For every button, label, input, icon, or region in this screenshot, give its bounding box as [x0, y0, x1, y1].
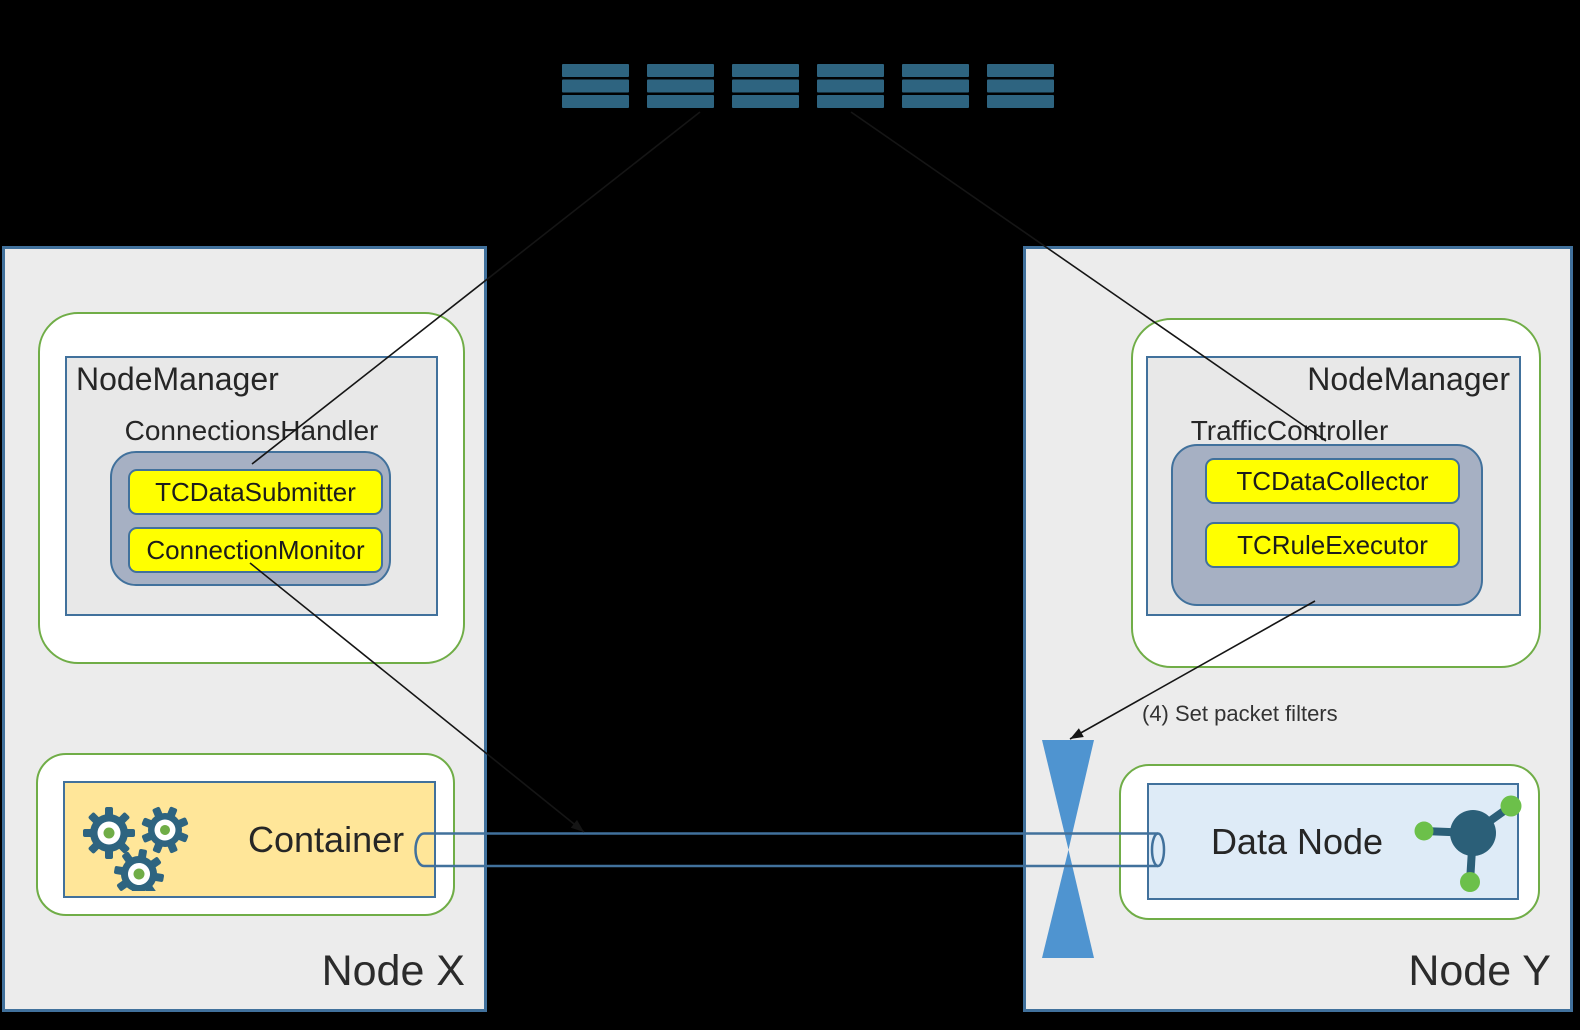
node-x-nodemanager-box: NodeManager ConnectionsHandler TCDataSub… — [65, 356, 438, 616]
node-y-datanode-wrapper: Data Node — [1119, 764, 1540, 920]
gears-icon — [83, 806, 189, 891]
container-box: Container — [63, 781, 436, 898]
node-x-title: Node X — [321, 947, 465, 995]
component-connectionmonitor: ConnectionMonitor — [128, 527, 383, 573]
node-x-connectionshandler-group: TCDataSubmitter ConnectionMonitor — [110, 451, 391, 586]
node-y-nodemanager-title: NodeManager — [1307, 361, 1510, 397]
network-switch-icon — [562, 64, 1054, 108]
node-y-nodemanager-wrapper: NodeManager TrafficController TCDataColl… — [1131, 318, 1541, 668]
node-y-title: Node Y — [1408, 947, 1551, 995]
node-y: NodeManager TrafficController TCDataColl… — [1023, 246, 1573, 1012]
node-x-nodemanager-wrapper: NodeManager ConnectionsHandler TCDataSub… — [38, 312, 465, 664]
data-node-box: Data Node — [1147, 783, 1522, 900]
set-packet-filters-annotation: (4) Set packet filters — [1142, 701, 1338, 726]
component-tcdatacollector: TCDataCollector — [1205, 458, 1460, 504]
container-label: Container — [248, 818, 405, 860]
component-tcruleexecutor: TCRuleExecutor — [1205, 522, 1460, 568]
node-y-trafficcontroller-group: TCDataCollector TCRuleExecutor — [1171, 444, 1483, 606]
node-x: NodeManager ConnectionsHandler TCDataSub… — [2, 246, 487, 1012]
node-y-trafficcontroller-title: TrafficController — [1190, 415, 1389, 446]
data-node-label: Data Node — [1210, 820, 1384, 862]
node-x-connectionshandler-title: ConnectionsHandler — [124, 415, 379, 446]
molecule-icon — [1414, 795, 1522, 892]
node-x-container-wrapper: Container — [36, 753, 455, 916]
node-y-nodemanager-box: NodeManager TrafficController TCDataColl… — [1146, 356, 1521, 616]
node-x-nodemanager-title: NodeManager — [76, 361, 279, 397]
component-tcdatasubmitter: TCDataSubmitter — [128, 469, 383, 515]
arrowhead-tunnel — [570, 819, 584, 832]
